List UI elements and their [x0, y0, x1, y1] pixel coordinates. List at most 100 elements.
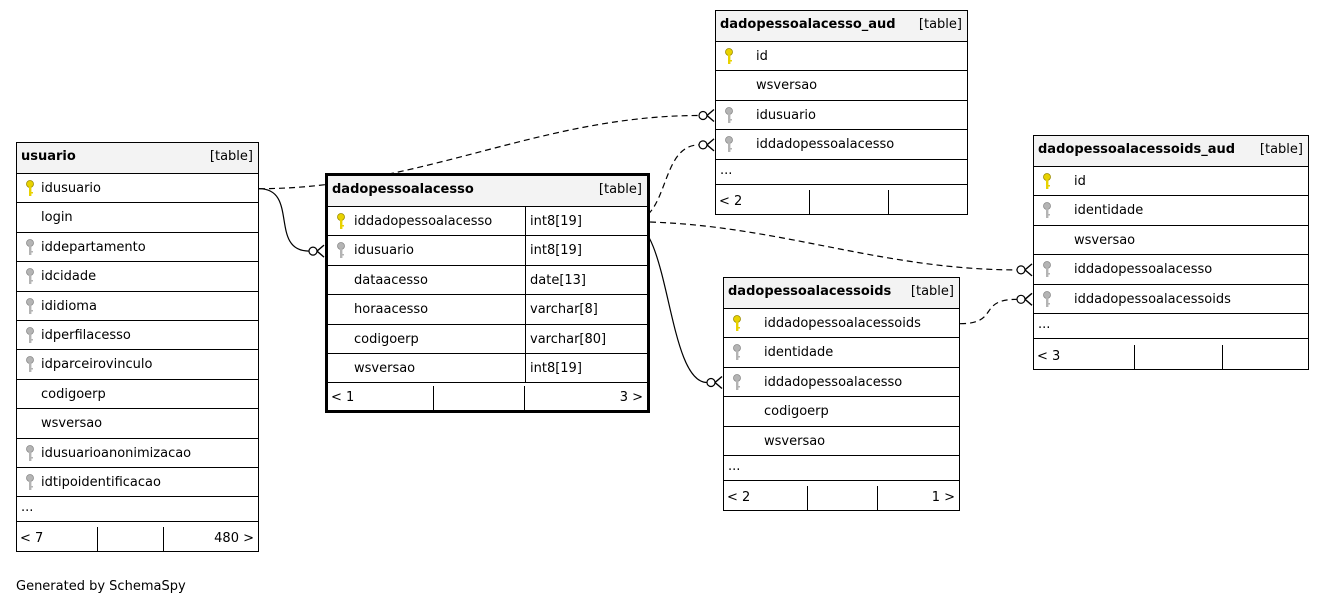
- column-row[interactable]: iddadopessoalacesso int8[19]: [328, 207, 647, 237]
- table-kind-label: [table]: [918, 17, 962, 32]
- column-row[interactable]: wsversao: [724, 427, 959, 456]
- column-name: idusuario: [354, 243, 414, 259]
- column-name: ididioma: [41, 298, 97, 314]
- child-count: 480 >: [214, 531, 254, 546]
- column-row[interactable]: id: [716, 42, 967, 72]
- column-name: iddadopessoalacesso: [354, 214, 493, 229]
- column-name: iddadopessoalacessoids: [764, 316, 921, 331]
- column-name: idusuario: [756, 107, 816, 123]
- column-type: varchar[80]: [530, 331, 607, 347]
- table-footer: < 1 3 >: [328, 386, 647, 410]
- column-row[interactable]: wsversao: [716, 71, 967, 101]
- foreign-key-icon: [26, 444, 34, 461]
- column-type: date[13]: [530, 272, 586, 288]
- foreign-key-icon: [1043, 202, 1051, 219]
- column-row[interactable]: id: [1034, 167, 1308, 197]
- table-name[interactable]: dadopessoalacesso: [332, 182, 474, 197]
- column-row[interactable]: iddadopessoalacessoids: [724, 309, 959, 339]
- relationship-line: [258, 188, 310, 252]
- column-name: horaacesso: [354, 302, 429, 318]
- table-dadopessoalacessoids-aud[interactable]: dadopessoalacessoids_aud[table]id identid…: [1033, 135, 1309, 370]
- table-dadopessoalacessoids[interactable]: dadopessoalacessoids[table] iddadopessoal…: [723, 277, 960, 511]
- column-row[interactable]: idusuario int8[19]: [328, 236, 647, 266]
- column-type-cell: int8[19]: [525, 353, 627, 383]
- column-type-cell: int8[19]: [525, 207, 627, 236]
- table-dadopessoalacesso-aud[interactable]: dadopessoalacesso_aud [table] id wsversao id…: [715, 10, 968, 215]
- foreign-key-icon: [26, 268, 34, 285]
- column-name: wsversao: [756, 78, 818, 94]
- column-name: iddadopessoalacesso: [756, 137, 895, 153]
- crowfoot-end-icon: [1016, 292, 1033, 306]
- crowfoot-end-icon: [706, 375, 723, 390]
- column-type-cell: int8[19]: [525, 236, 627, 265]
- column-name: login: [41, 210, 73, 226]
- column-row[interactable]: codigoerp: [724, 397, 959, 427]
- foreign-key-icon: [1043, 290, 1051, 307]
- relationship-line: [629, 221, 1018, 271]
- column-row[interactable]: identidade: [724, 338, 959, 368]
- table-name[interactable]: dadopessoalacessoids_aud: [1038, 142, 1236, 157]
- column-row[interactable]: idusuario: [17, 174, 258, 204]
- foreign-key-icon: [26, 474, 34, 490]
- column-name: idusuarioanonimizacao: [41, 445, 192, 461]
- foreign-key-icon: [26, 297, 34, 314]
- parent-count: < 7: [20, 531, 44, 546]
- column-row[interactable]: iddadopessoalacesso: [1034, 255, 1308, 285]
- column-name: idparceirovinculo: [41, 357, 153, 373]
- parent-count: < 2: [727, 490, 751, 505]
- column-row[interactable]: iddadopessoalacessoids: [1034, 285, 1308, 314]
- more-columns-row: ...: [1034, 314, 1308, 339]
- column-name: codigoerp: [764, 404, 829, 420]
- table-header: dadopessoalacessoids_aud[table]: [1034, 136, 1308, 167]
- table-header: dadopessoalacessoids[table]: [724, 278, 959, 309]
- generated-by-text: Generated by SchemaSpy: [16, 579, 186, 594]
- table-name[interactable]: usuario: [21, 149, 76, 164]
- child-count: 3 >: [619, 390, 643, 405]
- column-row[interactable]: login: [17, 203, 258, 233]
- column-type: int8[19]: [530, 243, 582, 259]
- column-row[interactable]: idtipoidentificacao: [17, 468, 258, 498]
- foreign-key-icon: [26, 356, 34, 373]
- column-name: identidade: [1074, 203, 1144, 219]
- primary-key-icon: [733, 315, 741, 331]
- column-name: wsversao: [1074, 232, 1136, 248]
- foreign-key-icon: [725, 106, 733, 123]
- column-row[interactable]: idusuarioanonimizacao: [17, 439, 258, 468]
- column-name: idperfilacesso: [41, 327, 131, 343]
- more-columns-ellipsis: ...: [21, 500, 34, 516]
- primary-key-icon: [725, 48, 733, 64]
- column-row[interactable]: idusuario: [716, 101, 967, 131]
- parent-count: < 1: [331, 390, 355, 405]
- column-row[interactable]: idcidade: [17, 262, 258, 292]
- column-row[interactable]: wsversao: [1034, 226, 1308, 256]
- column-row[interactable]: iddadopessoalacesso: [724, 368, 959, 398]
- column-row[interactable]: codigoerp: [17, 380, 258, 410]
- more-columns-ellipsis: ...: [1038, 316, 1051, 332]
- column-name: identidade: [764, 345, 834, 361]
- column-type: int8[19]: [530, 360, 582, 376]
- column-row[interactable]: idperfilacesso: [17, 321, 258, 351]
- foreign-key-icon: [733, 344, 741, 361]
- foreign-key-icon: [725, 136, 733, 153]
- column-name: iddadopessoalacesso: [1074, 262, 1213, 278]
- more-columns-ellipsis: ...: [728, 458, 741, 474]
- foreign-key-icon: [337, 242, 345, 259]
- table-dadopessoalacesso[interactable]: dadopessoalacesso[table]iddadopessoalace…: [325, 173, 650, 413]
- table-name[interactable]: dadopessoalacessoids: [728, 284, 892, 299]
- column-row[interactable]: ididioma: [17, 292, 258, 321]
- column-row[interactable]: idparceirovinculo: [17, 350, 258, 380]
- column-row[interactable]: dataacesso date[13]: [328, 265, 647, 296]
- column-row[interactable]: identidade: [1034, 196, 1308, 226]
- column-name: iddepartamento: [41, 239, 146, 255]
- parent-count: < 2: [719, 194, 743, 209]
- column-name: dataacesso: [354, 272, 428, 288]
- column-row[interactable]: iddadopessoalacesso: [716, 130, 967, 160]
- column-row[interactable]: iddepartamento: [17, 233, 258, 263]
- table-name[interactable]: dadopessoalacesso_aud: [720, 17, 896, 32]
- column-row[interactable]: wsversao: [17, 409, 258, 439]
- column-name: idtipoidentificacao: [41, 474, 161, 490]
